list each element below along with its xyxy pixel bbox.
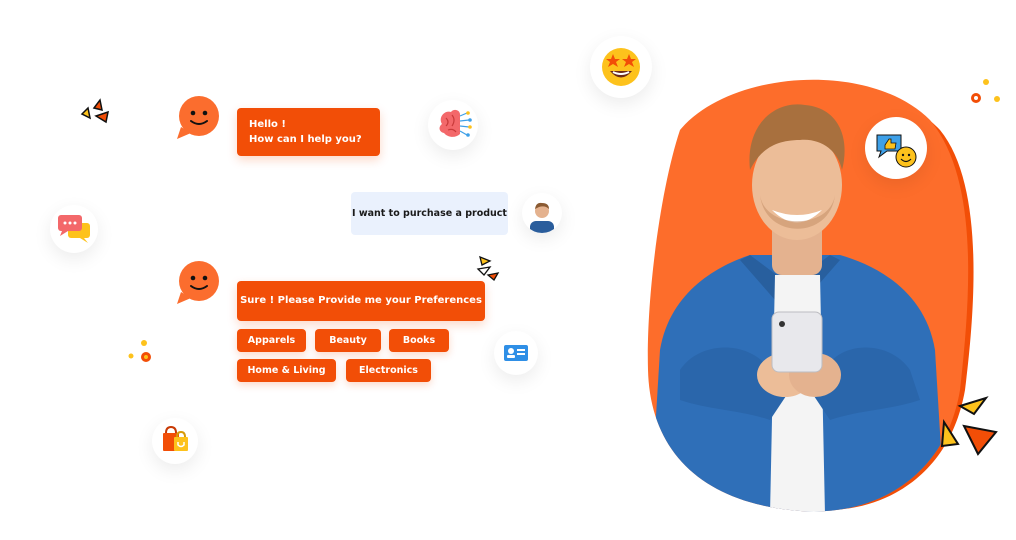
speech-bubbles-icon	[58, 215, 90, 243]
sparkle-burst-icon	[476, 255, 500, 281]
hero-illustration	[647, 79, 974, 512]
bot-greeting-line2: How can I help you?	[249, 134, 362, 145]
star-eyes-badge	[590, 36, 652, 98]
option-apparels-button[interactable]: Apparels	[237, 329, 306, 352]
brain-ai-badge	[428, 100, 478, 150]
bot-prompt-bubble: Sure ! Please Provide me your Preference…	[237, 281, 485, 346]
dots-decoration	[128, 340, 151, 362]
bot-avatar-icon	[177, 261, 219, 304]
bot-greeting-bubble: Hello ! How can I help you?	[237, 108, 380, 156]
brain-ai-icon	[439, 109, 472, 137]
option-beauty-button[interactable]: Beauty	[315, 329, 381, 352]
thumbs-up-smiley-icon	[876, 134, 917, 168]
sparkle-burst-icon	[940, 396, 998, 456]
option-home-living-button[interactable]: Home & Living	[237, 359, 336, 382]
bot-avatar-icon	[177, 96, 219, 139]
speech-bubbles-badge	[50, 205, 98, 253]
star-eyes-emoji-icon	[602, 48, 640, 86]
user-avatar	[522, 193, 562, 233]
user-message-bubble: I want to purchase a product	[351, 192, 508, 235]
user-avatar-icon	[530, 202, 554, 233]
bot-greeting-line1: Hello !	[249, 119, 286, 130]
sparkle-burst-icon	[80, 98, 109, 124]
thumbs-up-badge	[865, 117, 927, 179]
id-card-icon	[504, 345, 528, 361]
dots-decoration	[971, 79, 1000, 103]
shopping-bag-icon	[163, 425, 188, 451]
option-electronics-button[interactable]: Electronics	[346, 359, 431, 382]
id-card-badge	[494, 331, 538, 375]
shopping-bag-badge	[152, 418, 198, 464]
option-books-button[interactable]: Books	[389, 329, 449, 352]
